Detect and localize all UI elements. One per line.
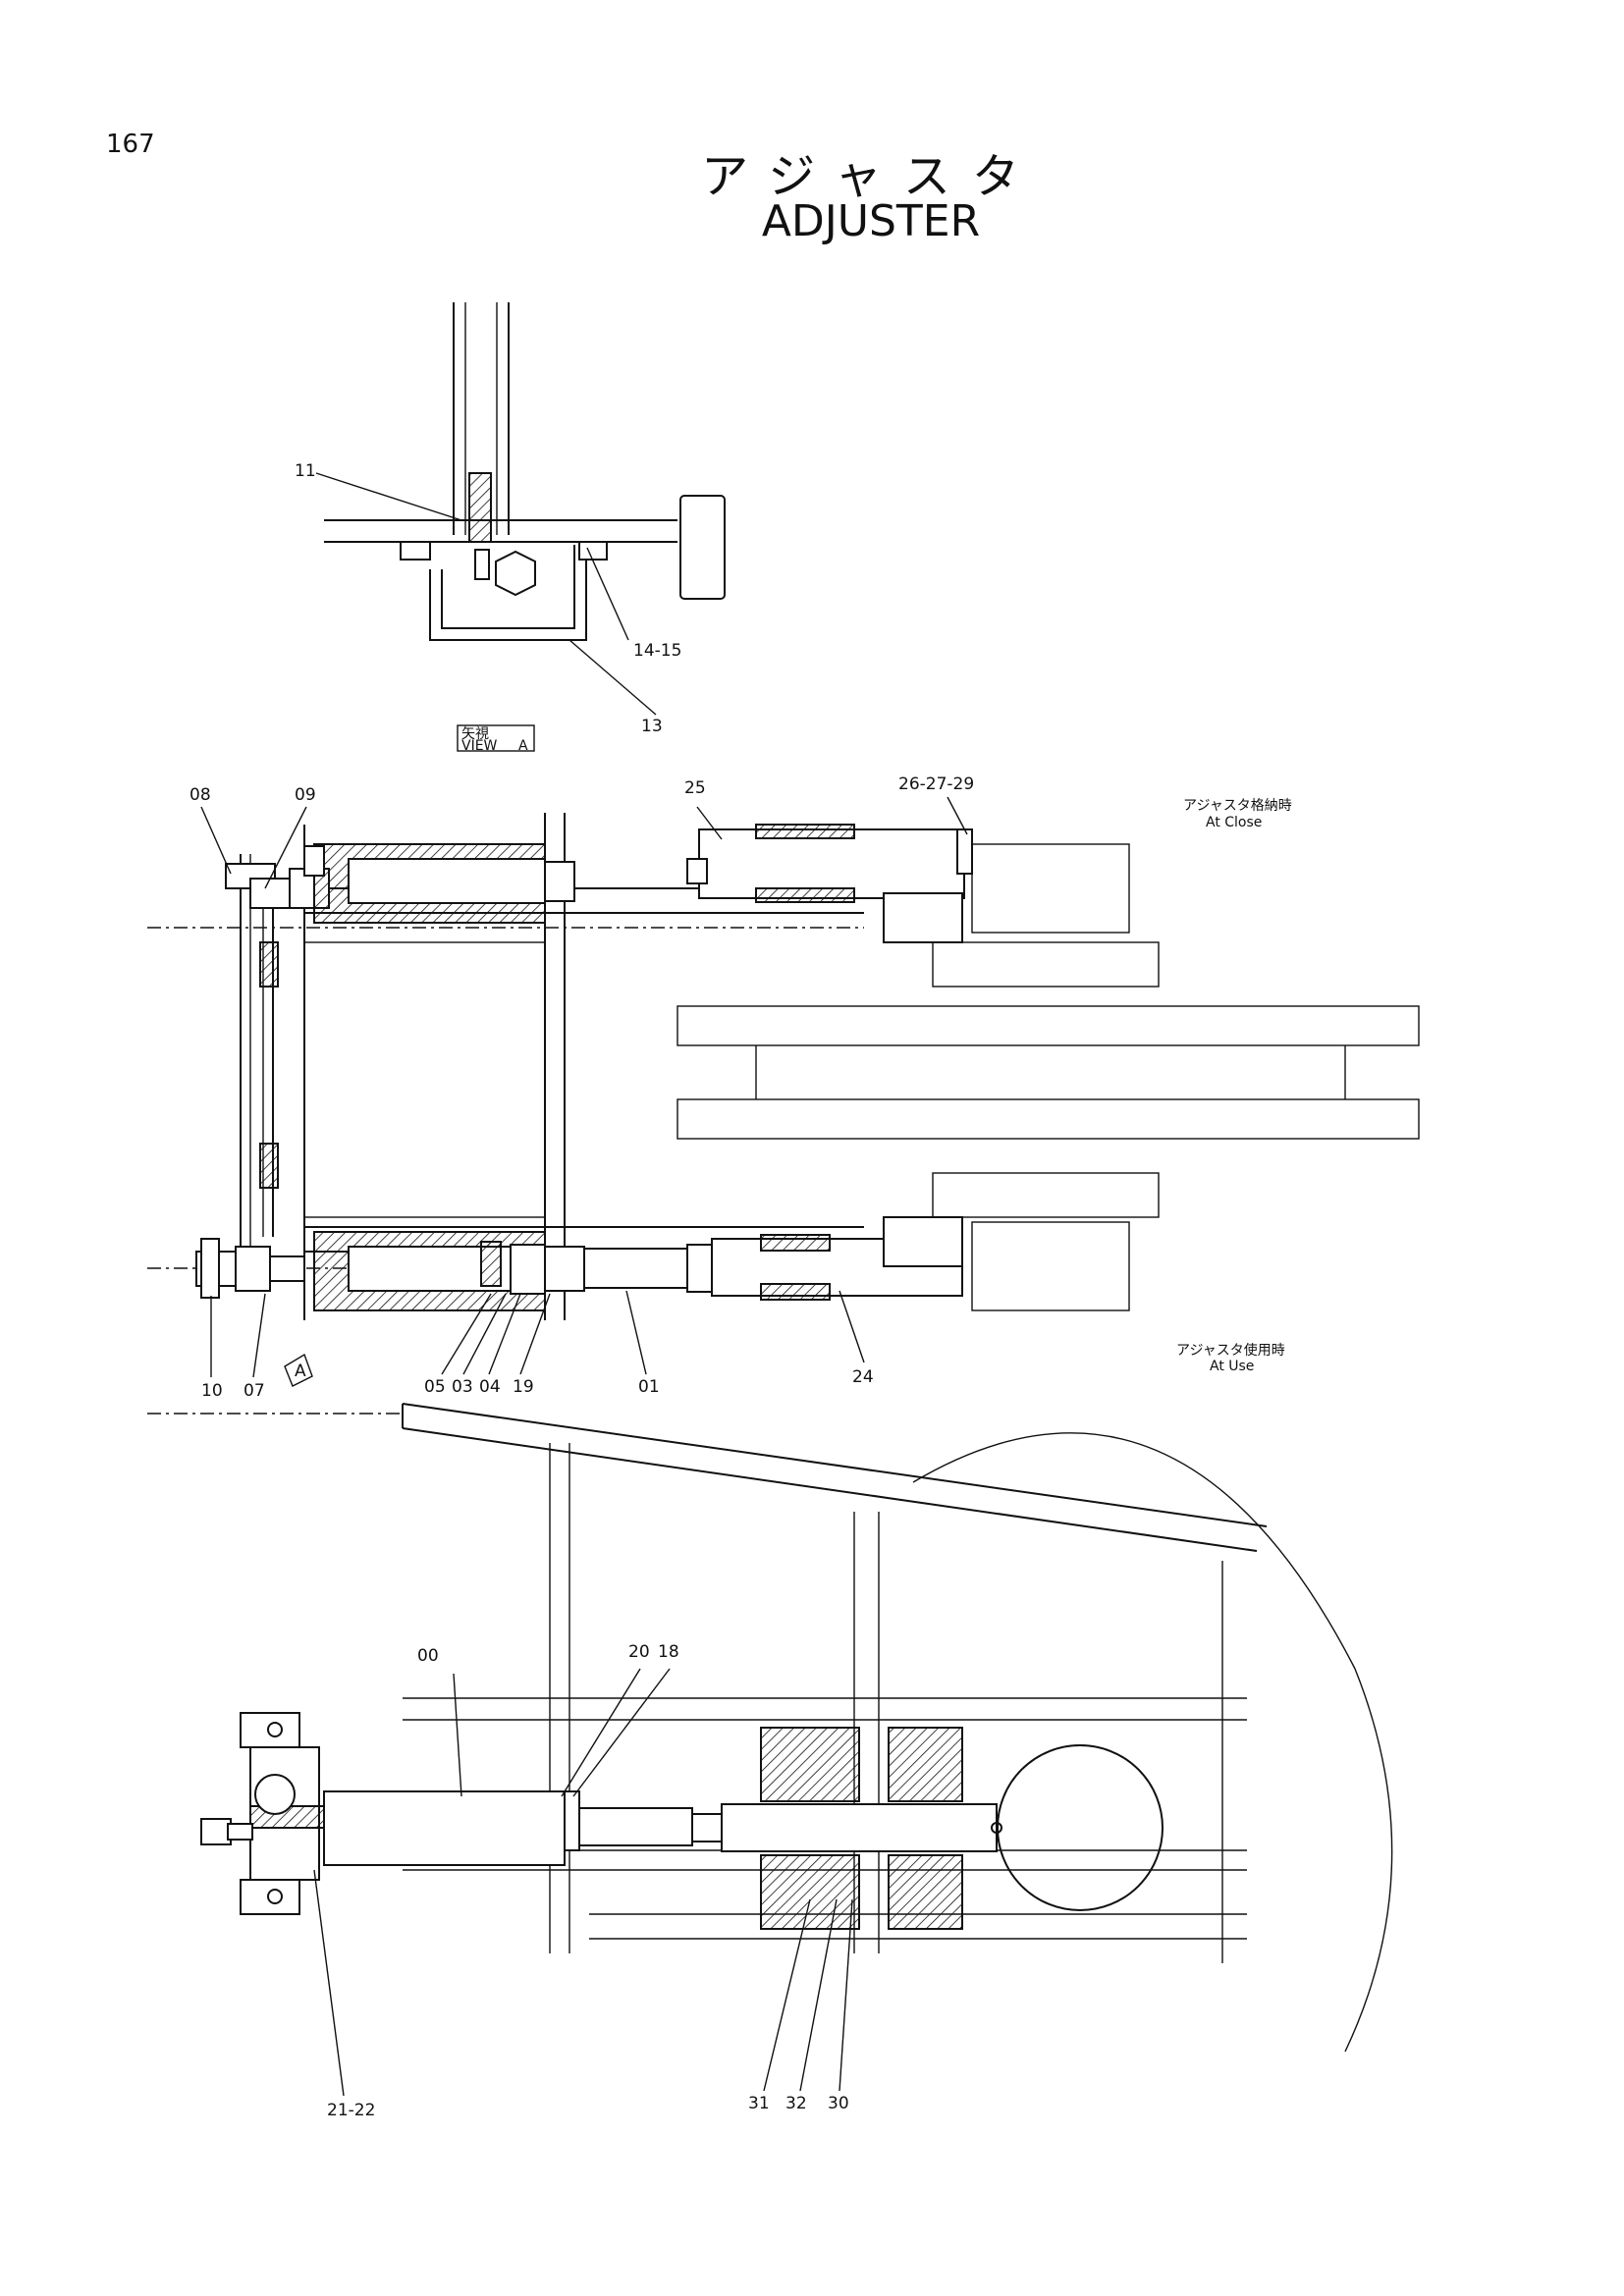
callout-07: 07 [244,1381,265,1401]
callout-26-27-29: 26-27-29 [898,774,974,794]
note-at-use-en: At Use [1210,1359,1254,1374]
view-a-arrow-marker [284,1353,313,1387]
leader-lines [200,472,968,2097]
callout-08: 08 [189,785,211,805]
page-number: 167 [106,130,155,159]
callout-18: 18 [658,1642,679,1662]
note-at-close-jp: アジャスタ格納時 [1183,798,1292,814]
note-at-use-jp: アジャスタ使用時 [1176,1342,1285,1359]
callout-00: 00 [417,1646,439,1666]
callout-30: 30 [828,2094,849,2113]
bottom-assembly [147,1403,1393,2053]
view-a-tag-en: VIEW [461,738,498,754]
callout-11: 11 [295,461,316,481]
view-a-tag-letter: A [518,738,528,754]
callout-04: 04 [479,1377,501,1397]
callout-10: 10 [201,1381,223,1401]
callout-03: 03 [452,1377,473,1397]
callout-24: 24 [852,1367,874,1387]
callout-31: 31 [748,2094,770,2113]
callout-13: 13 [641,717,663,736]
view-a-tag-box [457,724,535,752]
note-at-close-en: At Close [1206,815,1262,830]
view-a-detail [324,302,726,641]
callout-05: 05 [424,1377,446,1397]
callout-14-15: 14-15 [633,641,681,661]
callout-19: 19 [513,1377,534,1397]
title-english: ADJUSTER [761,196,981,246]
callout-view-a-marker: A [295,1362,306,1381]
middle-assembly [147,813,1420,1320]
callout-21-22: 21-22 [327,2101,375,2120]
callout-01: 01 [638,1377,660,1397]
callout-32: 32 [785,2094,807,2113]
view-a-tag-jp: 矢視 [461,726,489,742]
callout-25: 25 [684,778,706,798]
callout-20: 20 [628,1642,650,1662]
callout-09: 09 [295,785,316,805]
title-japanese: アジャスタ [701,149,1041,204]
